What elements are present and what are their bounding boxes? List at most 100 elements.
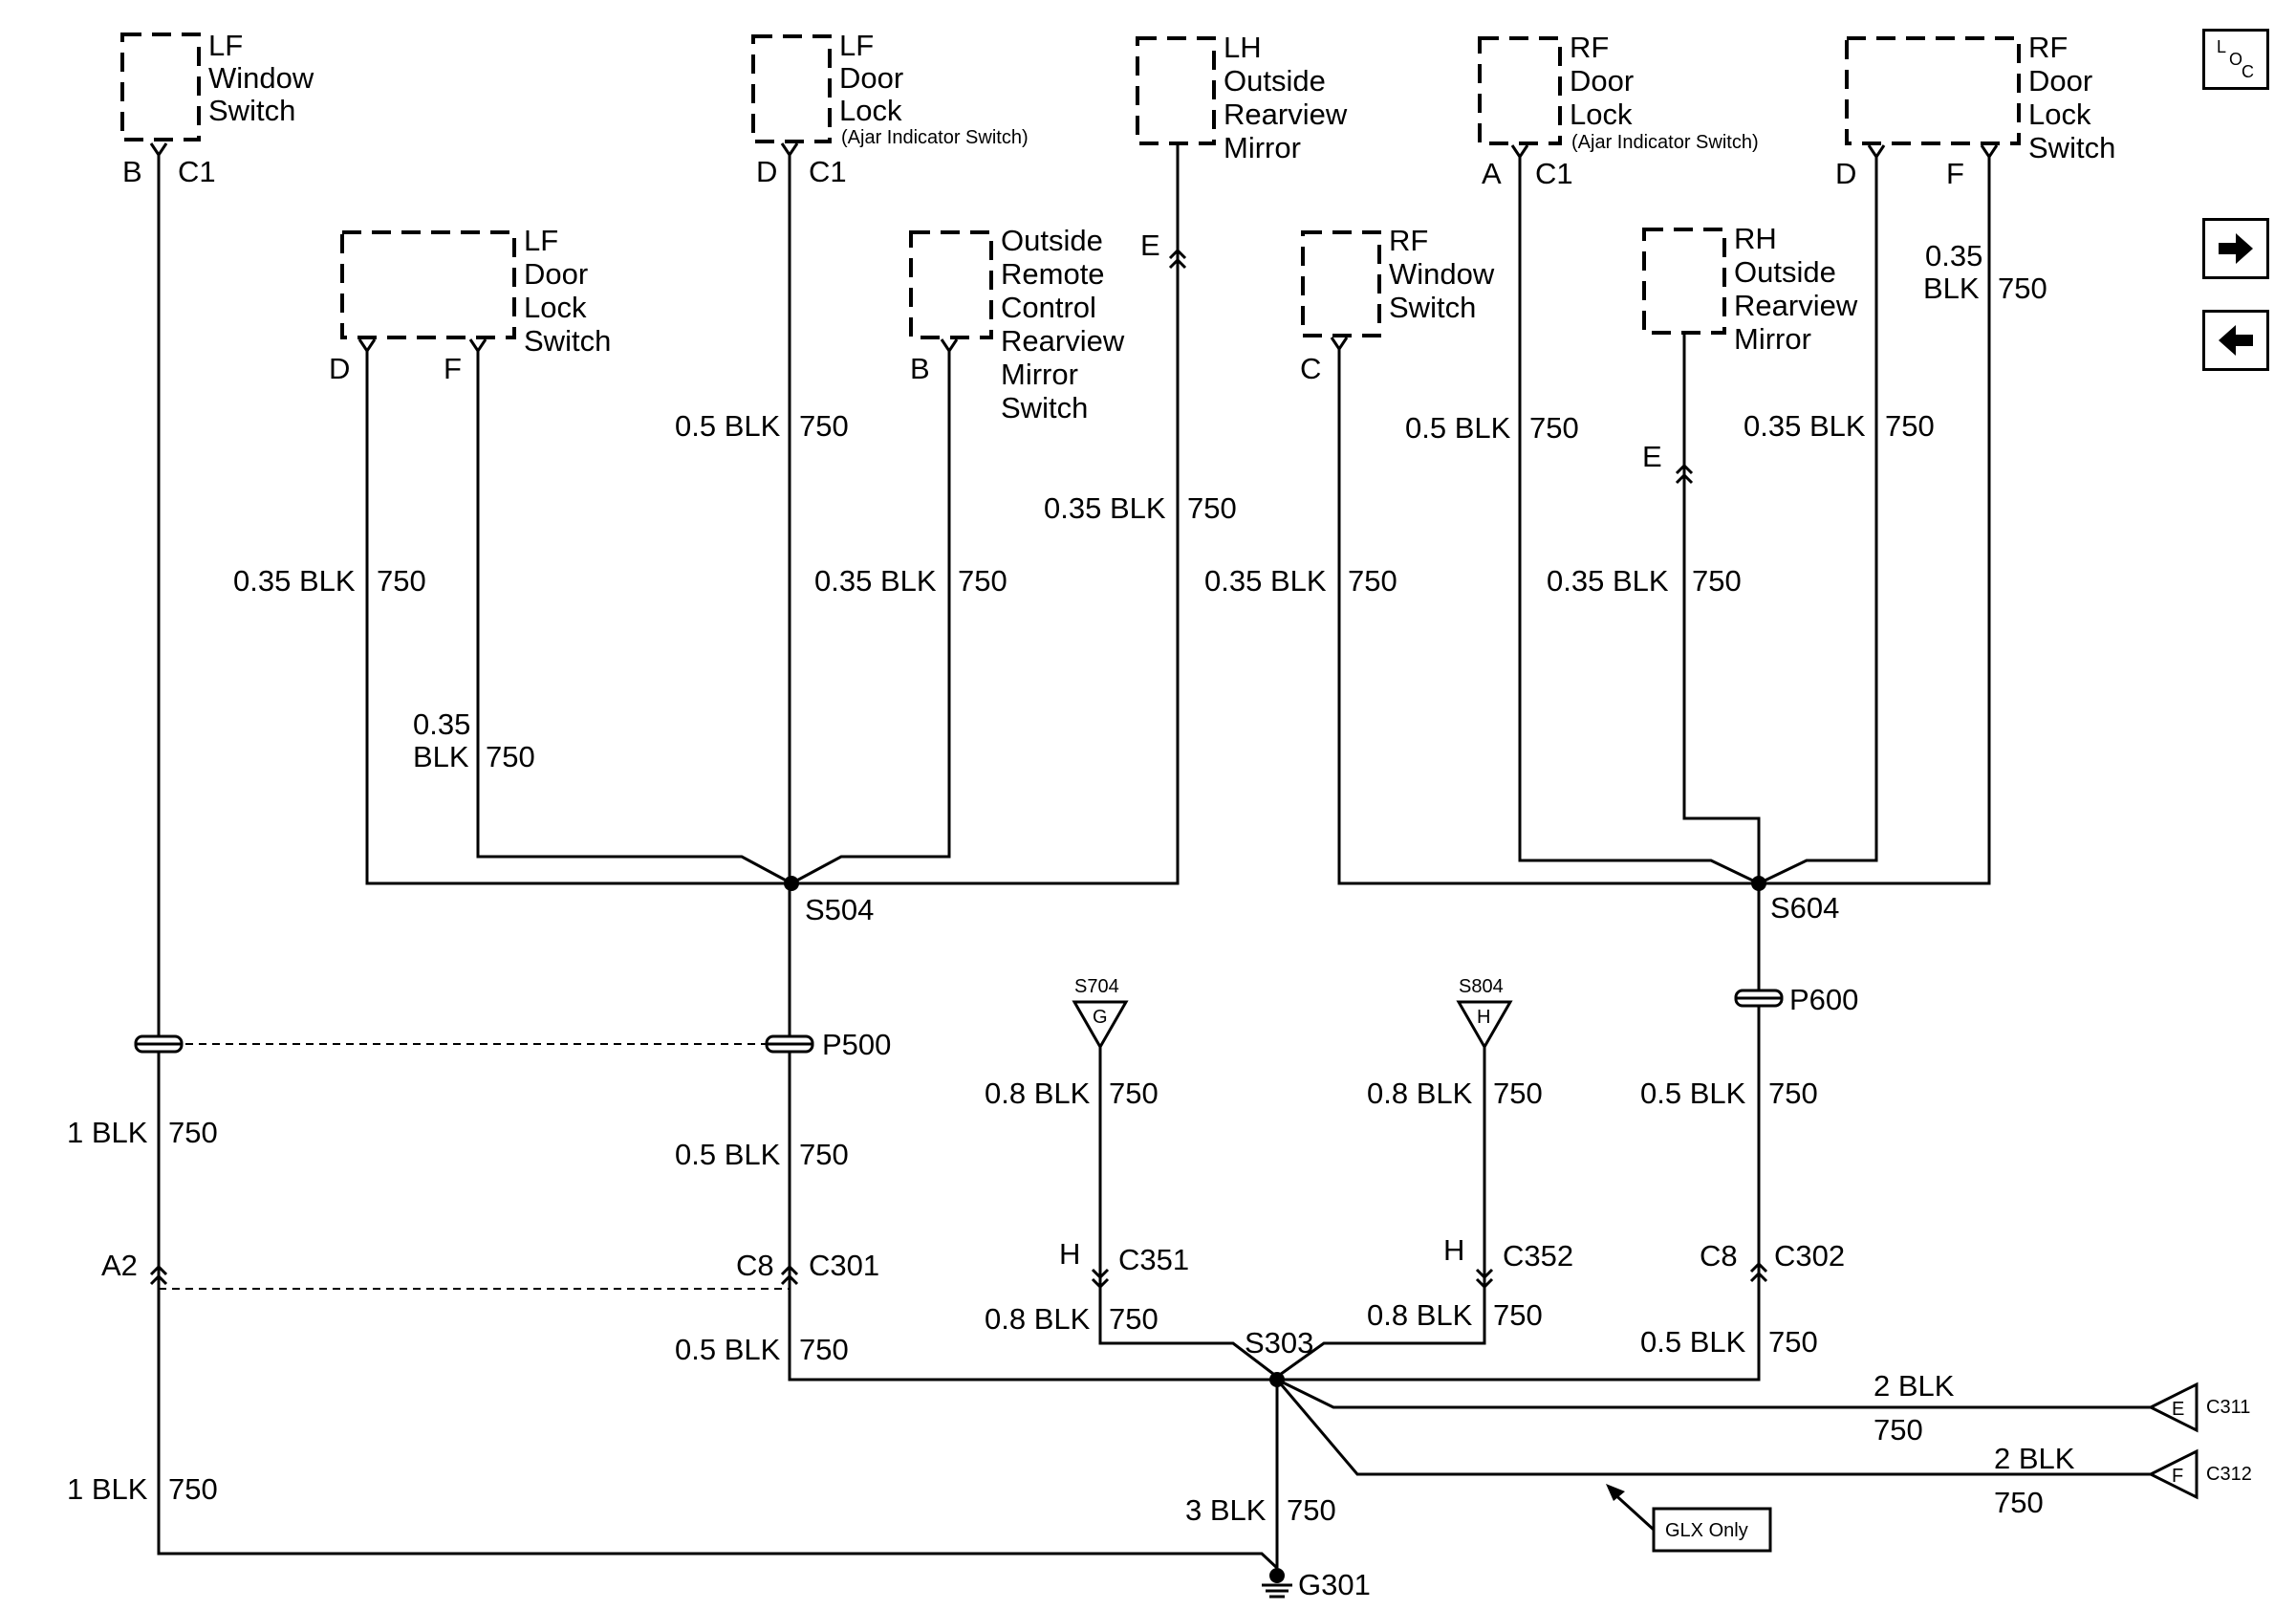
wire-lf-ajar-circuit: 750 [799,409,849,443]
wire-c311-circuit: 750 [1874,1413,1923,1447]
wire-c311-gauge: 2 BLK [1874,1369,1955,1403]
wire-lf-lock-d-circuit: 750 [377,564,426,598]
lf-door-lock-switch-label-4: Switch [524,324,611,358]
rf-door-lock-ajar-label-1: RF [1570,31,1609,64]
lf-window-switch: LF Window Switch [120,29,314,141]
wire-rf-window-circuit: 750 [1348,564,1397,598]
wire-c312-circuit: 750 [1994,1486,2044,1519]
arrow-left-icon [2219,325,2253,356]
glx-only-note: GLX Only [1606,1484,1772,1553]
wire-lf-lock-f-gauge-a: 0.35 [413,707,470,741]
c311-pin: E [2172,1399,2184,1420]
wire-rf-window-gauge: 0.35 BLK [1204,564,1327,598]
lf-window-switch-label-1: LF [208,29,243,62]
wire-s504-down-circuit: 750 [799,1138,849,1171]
s604-splice-dot [1751,876,1766,891]
rf-window-pin: C [1300,352,1321,385]
lf-door-lock-switch-label-3: Lock [524,291,587,324]
lh-mirror-label-2: Outside [1224,64,1326,98]
g301-label: G301 [1298,1568,1371,1601]
lf-door-lock-ajar-label-3: Lock [839,94,902,127]
wire-lf-window-lower-circuit: 750 [168,1472,218,1506]
p500-label: P500 [822,1028,891,1061]
remote-switch-label-3: Control [1001,291,1096,324]
arrow-right-icon [2219,233,2253,264]
c352-label: C352 [1503,1239,1573,1273]
c8-left-label: C8 [736,1249,774,1282]
rf-door-lock-switch: RF Door Lock Switch [1845,31,2115,164]
rf-door-lock-ajar-label-3: Lock [1570,98,1633,131]
s804-label: S804 [1459,976,1504,997]
rh-outside-rearview-mirror: RH Outside Rearview Mirror [1642,222,1858,356]
rh-mirror-pin: E [1642,440,1662,473]
inline-connector-marks [149,248,1768,1290]
wire-lh-mirror-gauge: 0.35 BLK [1044,491,1166,525]
lf-door-lock-ajar-label-2: Door [839,61,903,95]
p600-connector-mark [1734,989,1784,1008]
component-locator-button[interactable]: L O C [2202,29,2269,90]
a2-label: A2 [101,1249,138,1282]
wire-p600-gauge: 0.5 BLK [1640,1077,1746,1110]
wire-rf-lock-f-circuit: 750 [1998,272,2047,305]
lf-window-switch-label-2: Window [208,61,314,95]
wires [157,145,2151,1570]
lh-mirror-label-1: LH [1224,31,1262,64]
remote-pin: B [910,352,930,385]
rf-window-switch-label-2: Window [1389,257,1495,291]
lf-ajar-note: (Ajar Indicator Switch) [841,127,1029,148]
lf-window-conn: C1 [178,155,216,188]
c312-pin: F [2172,1466,2183,1487]
rh-mirror-label-4: Mirror [1734,322,1811,356]
lf-ajar-conn: C1 [809,155,847,188]
c311-terminal: E C311 [2147,1382,2250,1433]
glx-only-label: GLX Only [1665,1520,1748,1541]
lf-door-lock-switch: LF Door Lock Switch [340,224,611,358]
c301-label: C301 [809,1249,879,1282]
wire-remote-circuit: 750 [958,564,1007,598]
remote-switch-label-6: Switch [1001,391,1088,424]
c311-label: C311 [2206,1397,2250,1418]
wire-c351-gauge: 0.8 BLK [985,1302,1091,1336]
remote-switch-label-2: Remote [1001,257,1105,291]
lf-lock-pin-d: D [329,352,350,385]
s504-splice-dot [784,876,799,891]
lf-door-lock-switch-label-1: LF [524,224,558,257]
wire-lf-lock-f-gauge-b: BLK [413,740,469,773]
wire-rf-lock-d-circuit: 750 [1885,409,1935,443]
locator-icon: L O C [2217,37,2254,81]
wire-labels: 1 BLK 750 1 BLK 750 0.35 BLK 750 0.35 BL… [67,239,2075,1527]
rf-ajar-note: (Ajar Indicator Switch) [1571,132,1759,153]
locator-letter-l: L [2217,37,2226,56]
h-right-label: H [1443,1233,1464,1267]
lh-mirror-pin: E [1140,228,1160,262]
next-page-button[interactable] [2202,218,2269,279]
previous-page-button[interactable] [2202,310,2269,371]
lf-window-switch-label-3: Switch [208,94,295,127]
wire-c352-gauge: 0.8 BLK [1367,1298,1473,1332]
rf-door-lock-switch-label-1: RF [2028,31,2068,64]
g301-ground-symbol [1262,1568,1292,1599]
c351-label: C351 [1118,1243,1189,1276]
rf-window-switch-label-1: RF [1389,224,1428,257]
wire-lf-window-circuit: 750 [168,1116,218,1149]
remote-switch-label-1: Outside [1001,224,1103,257]
wire-s804-circuit: 750 [1493,1077,1543,1110]
rh-mirror-label-3: Rearview [1734,289,1858,322]
rf-door-lock-ajar-label-2: Door [1570,64,1634,98]
lf-door-lock-switch-label-2: Door [524,257,588,291]
rf-door-lock-switch-label-4: Switch [2028,131,2115,164]
remote-switch-label-4: Rearview [1001,324,1125,358]
wire-p600-circuit: 750 [1768,1077,1818,1110]
s704-reference: S704 G [1072,976,1129,1051]
wire-remote-gauge: 0.35 BLK [814,564,937,598]
wire-c301-down-circuit: 750 [799,1333,849,1366]
wire-s704-circuit: 750 [1109,1077,1159,1110]
wire-c351-circuit: 750 [1109,1302,1159,1336]
s804-pin: H [1477,1007,1490,1028]
lf-lock-pin-f: F [444,352,462,385]
rf-window-switch: RF Window Switch [1301,224,1495,337]
wire-lf-lock-d-gauge: 0.35 BLK [233,564,356,598]
rf-door-lock-switch-label-3: Lock [2028,98,2091,131]
rh-mirror-label-2: Outside [1734,255,1836,289]
